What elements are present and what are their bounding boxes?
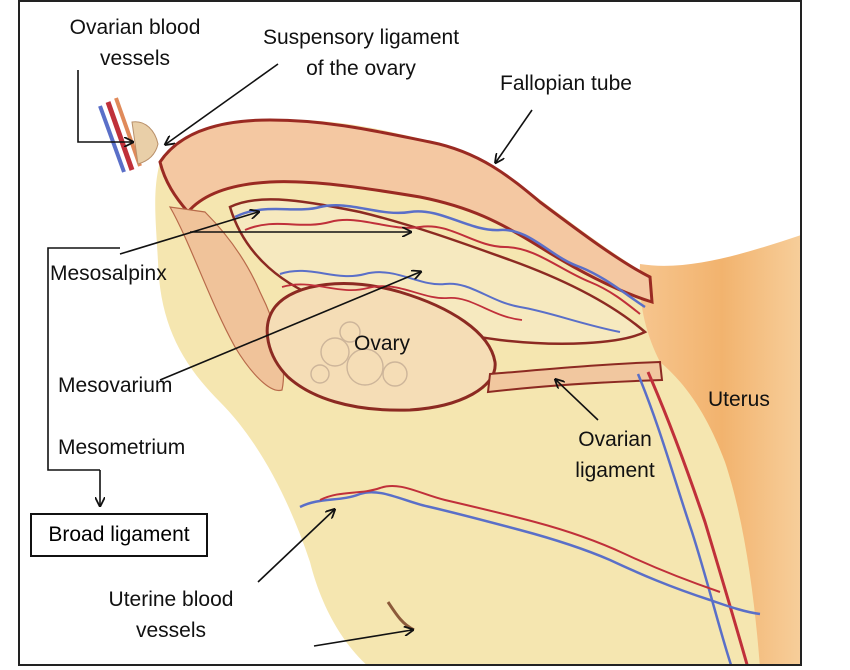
mesovarium-vessel-red <box>281 283 523 321</box>
arrow-small-vessel <box>313 630 412 647</box>
label-ovarian-ligament: Ovarian ligament <box>575 428 655 482</box>
fimbriae-shape <box>168 206 285 391</box>
arrow-suspensory-ligament <box>166 63 279 144</box>
arrow-mesosalpinx-1 <box>119 212 258 255</box>
diagram-frame: Ovarian blood vessels Suspensory ligamen… <box>18 0 802 666</box>
label-fallopian-tube: Fallopian tube <box>500 72 632 95</box>
uterine-vessel-blue <box>299 490 761 616</box>
broad-ligament-bracket <box>47 247 120 471</box>
uterine-edge-vessel-red <box>646 371 749 664</box>
tube-vessel-red <box>244 218 641 315</box>
label-broad-ligament: Broad ligament <box>30 513 208 557</box>
label-ovary: Ovary <box>354 332 411 355</box>
label-uterus: Uterus <box>708 388 770 411</box>
label-mesovarium: Mesovarium <box>58 374 173 397</box>
arrow-ovarian-blood-vessels <box>77 70 132 142</box>
uterus-shape <box>639 235 800 664</box>
mesovarium-vessel-blue <box>279 269 621 333</box>
arrow-fallopian-tube <box>496 109 533 162</box>
label-mesometrium: Mesometrium <box>58 436 186 459</box>
uterine-edge-vessel-blue <box>636 373 733 664</box>
arrow-mesovarium <box>159 272 420 381</box>
tube-vessel-blue <box>234 204 646 309</box>
uterine-vessel-red <box>319 485 721 593</box>
fallopian-tube-shape <box>158 118 654 305</box>
anatomy-illustration <box>47 63 800 664</box>
ovarian-vessels-stub <box>98 97 159 173</box>
ovary-follicles <box>310 321 408 387</box>
ovarian-ligament-shape <box>486 360 664 394</box>
label-mesosalpinx: Mesosalpinx <box>50 262 167 285</box>
label-suspensory-ligament: Suspensory ligament of the ovary <box>262 26 460 80</box>
pointer-arrows <box>77 63 599 647</box>
label-ovarian-blood-vessels: Ovarian blood vessels <box>69 16 201 70</box>
label-uterine-blood-vessels: Uterine blood vessels <box>108 588 234 642</box>
arrow-uterine-blood-vessels <box>257 510 334 583</box>
arrow-ovarian-ligament <box>556 380 599 421</box>
